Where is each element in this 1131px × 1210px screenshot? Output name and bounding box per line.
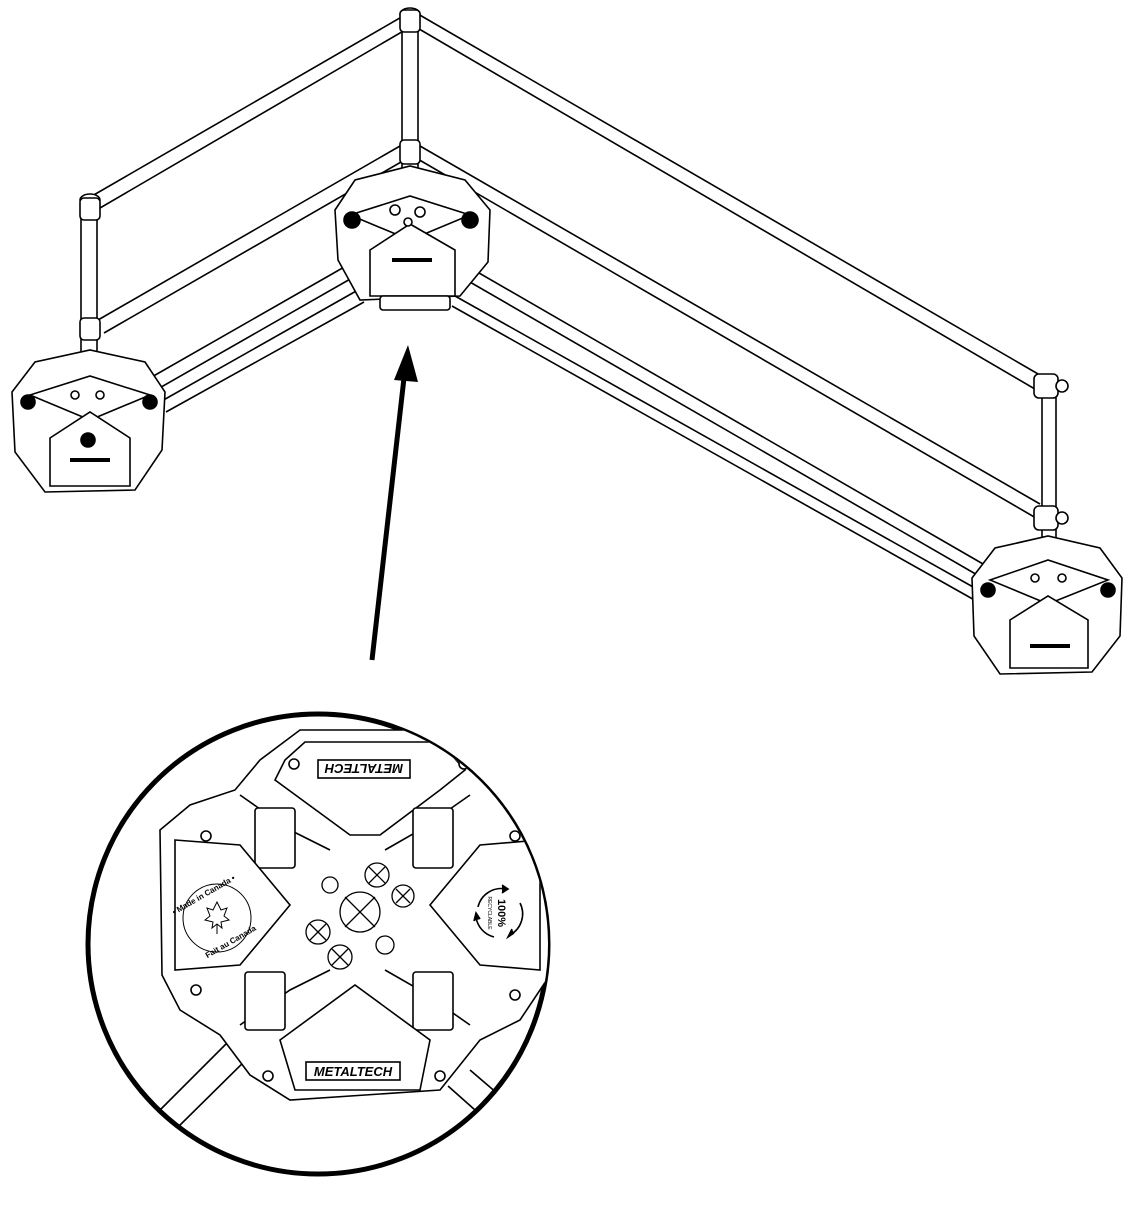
callout-arrow-icon [369, 345, 418, 661]
base-right [971, 535, 1123, 675]
guardrail-rails [91, 13, 1046, 603]
zoom-detail: METALTECH METALTECH • Made in Canada • F… [85, 711, 551, 1177]
metaltech-logo-top: METALTECH [317, 759, 411, 779]
svg-text:METALTECH: METALTECH [324, 761, 403, 776]
base-left [11, 349, 166, 493]
svg-text:METALTECH: METALTECH [314, 1064, 393, 1079]
rail-fittings [79, 7, 1069, 531]
maple-leaf-icon [203, 900, 231, 934]
svg-text:RECYCLABLE: RECYCLABLE [486, 896, 492, 930]
base-center [334, 165, 491, 311]
recycle-icon [473, 884, 524, 940]
recycle-seal: 100% RECYCLABLE [473, 884, 524, 940]
metaltech-logo-bottom: METALTECH [305, 1061, 401, 1081]
svg-text:100%: 100% [495, 899, 507, 927]
